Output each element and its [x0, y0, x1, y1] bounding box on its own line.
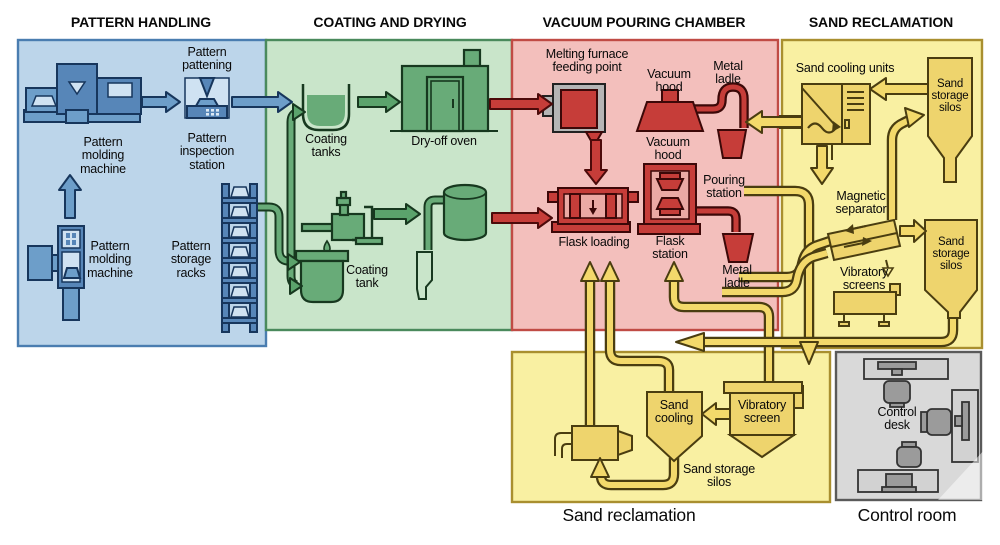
vacuum-hood-icon: [635, 89, 705, 132]
pattern-storage-racks-icon: [221, 183, 258, 333]
pneumatic-conveyor-icon: [554, 425, 633, 461]
sand-storage-silo-1-icon: [927, 57, 973, 183]
pattern-flow-arrows: [58, 91, 293, 219]
coating-tanks-label: Coating tanks: [305, 132, 347, 160]
sand-storage-silo-2-icon: [924, 219, 978, 319]
arrow-molding-up: [58, 174, 82, 219]
arrow-separator-to-silo: [899, 219, 927, 243]
control-desk-label: Control desk: [877, 405, 917, 433]
pattern-storage-racks-label: Pattern storage racks: [170, 239, 212, 280]
corner-watermark: [938, 448, 986, 500]
pattern-inspection-station-icon: [184, 77, 230, 119]
sand-flow-arrows: [580, 77, 929, 478]
magnetic-separator-icon: [826, 218, 902, 278]
vibratory-screens-icon: [833, 283, 901, 327]
pattern-molding-machine-top-label: Pattern molding machine: [80, 135, 126, 176]
sand-cooling-units-label: Sand cooling units: [795, 61, 895, 75]
coating-flow-arrows: [287, 91, 421, 295]
flask-station-icon: [637, 163, 701, 235]
control-room-furniture: [857, 358, 979, 493]
sand-cooling-hopper-icon: [646, 391, 703, 463]
flask-loading-icon: [547, 187, 639, 233]
metal-ladle-icon: [721, 233, 755, 263]
flask-station-label: Flask station: [652, 234, 688, 262]
arrow-cooling-down: [810, 145, 834, 185]
sand-return-pipes: [584, 115, 959, 491]
sand-storage-silos-bottom-label: Sand storage silos: [683, 462, 755, 490]
sand-cooling-label: Sand cooling: [654, 398, 694, 426]
vibratory-screens-label: Vibratory screens: [840, 265, 888, 293]
arrow-oven-to-furnace: [489, 93, 553, 115]
flask-loading-label: Flask loading: [558, 235, 630, 249]
control-room-caption: Control room: [857, 505, 957, 525]
arrow-sand-to-ladle: [745, 110, 803, 134]
header-sand-reclamation: SAND RECLAMATION: [808, 14, 954, 30]
arrow-to-flask-loading: [491, 207, 553, 229]
dry-off-oven-label: Dry-off oven: [411, 134, 477, 148]
vacuum-hood-top-label: Vacuum hood: [647, 67, 691, 95]
dry-off-oven-icon: [390, 48, 498, 133]
vibratory-screen-bottom-icon: [723, 381, 804, 459]
pattern-molding-machine-bottom-label: Pattern molding machine: [87, 239, 133, 280]
pouring-flow-arrows: [489, 93, 608, 229]
arrow-inspection-to-coating: [231, 91, 293, 113]
drain-tube-icon: [416, 251, 433, 300]
pattern-molding-machine-1-icon: [23, 63, 142, 124]
metal-ladle-top-label: Metal ladle: [713, 59, 743, 87]
arrow-screen-to-hopper: [701, 402, 731, 426]
sand-storage-silo-1-label: Sand storage silos: [931, 78, 969, 115]
header-vacuum-pouring: VACUUM POURING CHAMBER: [542, 14, 746, 30]
arrow-mixer-to-tank: [373, 203, 421, 225]
arrow-molding-to-inspection: [141, 91, 181, 113]
sand-storage-silo-2-label: Sand storage silos: [932, 236, 970, 273]
vacuum-hood-bottom-label: Vacuum hood: [646, 135, 690, 163]
coating-tanks-icon: [301, 84, 351, 132]
magnetic-separator-label: Magnetic separator: [835, 189, 887, 217]
sand-cooling-units-icon: [801, 83, 871, 160]
header-coating-drying: COATING AND DRYING: [313, 14, 467, 30]
coating-tank-icon: [294, 249, 350, 304]
vibratory-screen-bottom-label: Vibratory screen: [738, 398, 786, 426]
pattern-molding-machine-2-icon: [27, 225, 85, 321]
metal-ladle-bottom-label: Metal ladle: [722, 263, 752, 291]
metal-pipes: [694, 82, 749, 232]
pattern-inspection-station-label: Pattern inspection station: [179, 131, 235, 172]
metal-ladle-hook-icon: [716, 129, 748, 159]
arrow-furnace-down: [584, 139, 608, 185]
arrow-tanks-to-oven: [357, 91, 401, 113]
coating-mixer-icon: [300, 190, 384, 254]
header-pattern-handling: PATTERN HANDLING: [70, 14, 212, 30]
pattern-pattening-label: Pattern pattening: [182, 45, 232, 73]
arrow-silo-to-cooling: [869, 77, 929, 101]
melting-furnace-label: Melting furnace feeding point: [545, 47, 629, 75]
holding-tank-icon: [442, 183, 488, 242]
sand-reclamation-caption: Sand reclamation: [562, 505, 696, 525]
pouring-station-label: Pouring station: [703, 173, 745, 201]
coating-tank-label: Coating tank: [346, 263, 388, 291]
